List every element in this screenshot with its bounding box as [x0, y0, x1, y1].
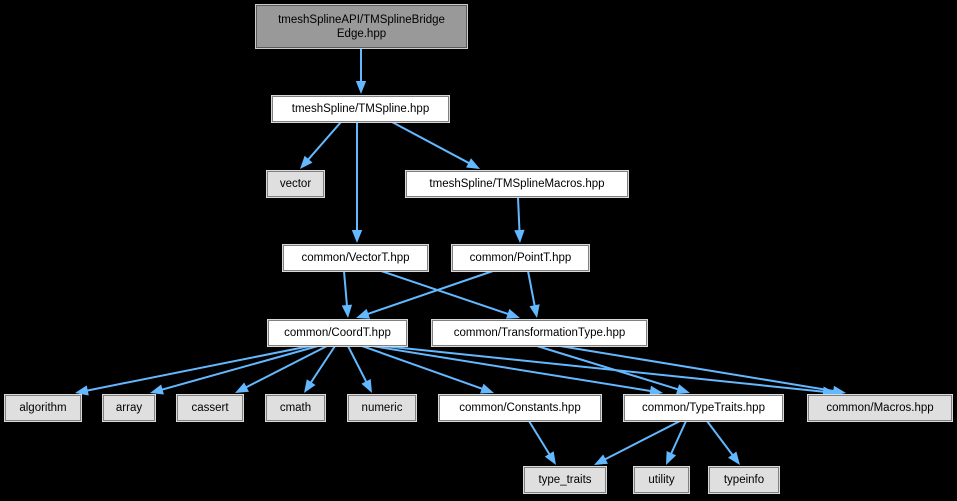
graph-node-numeric[interactable]: numeric — [347, 394, 417, 422]
graph-node-label-utility: utility — [648, 474, 675, 486]
graph-node-label-numeric: numeric — [361, 402, 403, 414]
graph-node-cmath[interactable]: cmath — [265, 394, 326, 422]
graph-node-label-typeinfo: typeinfo — [723, 474, 765, 486]
edge-tmspline-to-tmsmacros — [391, 121, 471, 165]
arrowhead-coordt-to-numeric — [361, 379, 372, 393]
edge-coordt-to-numeric — [347, 345, 368, 384]
graph-node-coordt[interactable]: common/CoordT.hpp — [267, 319, 408, 347]
edge-coordt-to-algorithm — [85, 345, 311, 392]
graph-node-label-coordt: common/CoordT.hpp — [284, 327, 391, 339]
graph-node-label-array: array — [115, 402, 143, 414]
edge-typetraits-to-utility — [669, 420, 687, 456]
graph-node-label-cassert: cassert — [191, 402, 229, 414]
edge-coordt-to-constants — [361, 345, 484, 391]
graph-node-tmsmacros[interactable]: tmeshSpline/TMSplineMacros.hpp — [405, 170, 629, 198]
graph-node-macros[interactable]: common/Macros.hpp — [807, 394, 953, 422]
arrowhead-tmsmacros-to-pointt — [514, 229, 525, 243]
graph-node-label-typetraits: common/TypeTraits.hpp — [642, 402, 765, 414]
arrowhead-vectort-to-transftype — [506, 308, 520, 319]
graph-node-typeinfo[interactable]: typeinfo — [708, 466, 780, 494]
edge-coordt-to-cassert — [244, 345, 328, 389]
arrowhead-coordt-to-array — [150, 384, 164, 395]
edge-vectort-to-coordt — [343, 270, 349, 308]
edge-coordt-to-typetraits — [371, 345, 653, 393]
graph-node-vectort[interactable]: common/VectorT.hpp — [282, 244, 429, 272]
graph-node-label-cmath: cmath — [279, 402, 312, 414]
arrowhead-transftype-to-macros — [832, 385, 846, 397]
graph-node-label-vector: vector — [279, 178, 312, 190]
edge-transftype-to-macros — [559, 345, 836, 393]
graph-node-label-algorithm: algorithm — [19, 402, 67, 414]
arrowhead-tmspline-to-vectort — [351, 230, 363, 243]
graph-node-label-constants: common/Constants.hpp — [459, 402, 581, 414]
graph-node-type_traits[interactable]: type_traits — [523, 466, 607, 494]
edge-pointt-to-transftype — [527, 270, 536, 308]
graph-node-algorithm[interactable]: algorithm — [4, 394, 82, 422]
graph-node-cassert[interactable]: cassert — [176, 394, 244, 422]
graph-node-tmspline[interactable]: tmeshSpline/TMSpline.hpp — [271, 95, 450, 123]
edge-pointt-to-coordt — [366, 270, 494, 316]
arrowhead-coordt-to-cassert — [235, 382, 249, 393]
arrowhead-tmspline-to-vector — [300, 155, 313, 169]
graph-node-label-transftype: common/TransformationType.hpp — [453, 327, 626, 339]
edge-constants-to-type_traits — [528, 420, 552, 457]
graph-node-utility[interactable]: utility — [633, 466, 690, 494]
graph-node-label-tmspline: tmeshSpline/TMSpline.hpp — [291, 103, 430, 115]
arrowhead-pointt-to-transftype — [529, 304, 540, 318]
arrowhead-pointt-to-coordt — [356, 308, 370, 319]
arrowhead-coordt-to-algorithm — [75, 385, 89, 396]
arrowhead-typetraits-to-type_traits — [594, 454, 608, 465]
arrowhead-vectort-to-coordt — [341, 304, 353, 318]
graph-node-label-pointt: common/PointT.hpp — [469, 252, 572, 264]
arrowhead-coordt-to-constants — [480, 383, 494, 394]
arrowhead-root-to-tmspline — [355, 81, 367, 94]
arrowhead-tmspline-to-tmsmacros — [466, 158, 480, 169]
graph-node-label-vectort: common/VectorT.hpp — [301, 252, 410, 264]
edge-transftype-to-typetraits — [536, 345, 680, 391]
edge-vectort-to-transftype — [380, 270, 510, 316]
edge-tmspline-to-vector — [306, 121, 342, 162]
edge-coordt-to-macros — [382, 345, 826, 393]
edge-tmsmacros-to-pointt — [517, 196, 521, 233]
edge-coordt-to-array — [160, 345, 319, 391]
graph-node-typetraits[interactable]: common/TypeTraits.hpp — [623, 394, 784, 422]
graph-node-constants[interactable]: common/Constants.hpp — [438, 394, 602, 422]
arrowhead-constants-to-type_traits — [544, 451, 556, 465]
arrowhead-coordt-to-cmath — [304, 379, 316, 393]
arrowhead-coordt-to-typetraits — [649, 385, 663, 397]
graph-node-label-macros: common/Macros.hpp — [826, 402, 934, 414]
graph-node-transftype[interactable]: common/TransformationType.hpp — [431, 319, 648, 347]
arrowhead-transftype-to-typetraits — [676, 384, 690, 395]
arrowhead-typetraits-to-typeinfo — [728, 451, 740, 465]
edge-typetraits-to-typeinfo — [706, 420, 735, 457]
graph-node-label-tmsmacros: tmeshSpline/TMSplineMacros.hpp — [429, 178, 605, 190]
graph-node-label-type_traits: type_traits — [538, 474, 592, 486]
edge-typetraits-to-type_traits — [603, 420, 681, 461]
arrowhead-typetraits-to-utility — [666, 451, 677, 465]
graph-node-vector[interactable]: vector — [266, 170, 325, 198]
graph-node-array[interactable]: array — [102, 394, 156, 422]
graph-node-pointt[interactable]: common/PointT.hpp — [451, 244, 590, 272]
edge-coordt-to-cmath — [309, 345, 336, 385]
